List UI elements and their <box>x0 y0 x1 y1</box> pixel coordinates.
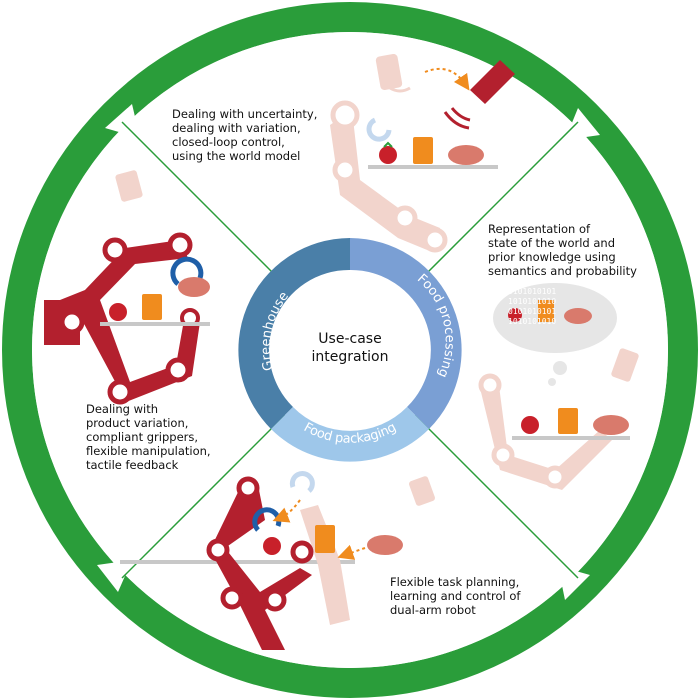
core-segment-food-packaging <box>271 407 429 462</box>
ring-arrow-notches <box>97 104 600 600</box>
core-segment-greenhouse <box>238 238 350 429</box>
snack-bag-icon-cloud <box>538 300 554 322</box>
quadrant-text-top: Dealing with uncertainty, dealing with v… <box>172 107 318 163</box>
thought-cloud <box>493 283 617 353</box>
core-segment-food-processing <box>350 238 462 429</box>
shelf-top <box>368 165 498 169</box>
quadrant-text-bottom: Flexible task planning, learning and con… <box>390 575 521 617</box>
top-illustration <box>330 53 515 253</box>
meat-icon-right <box>593 415 629 435</box>
tomato-icon <box>379 146 397 164</box>
faded-sensor-icon-bottom <box>409 476 435 506</box>
sensor-icon <box>470 60 515 104</box>
meat-icon-left <box>178 277 210 297</box>
shelf-bottom <box>120 560 355 564</box>
meat-icon <box>448 145 484 165</box>
faded-gripper-icon-bottom <box>289 471 315 493</box>
snack-bag-icon-left <box>142 294 162 320</box>
left-illustration <box>44 170 210 405</box>
bottom-illustration <box>120 471 435 650</box>
snack-bag-icon <box>413 137 433 164</box>
binary-text: 0101010101 1010101010 0101010101 1010101… <box>508 287 557 326</box>
faded-robot-arm-top <box>330 100 448 253</box>
meat-icon-cloud <box>564 308 592 324</box>
tomato-icon-bottom <box>263 537 281 555</box>
right-illustration <box>478 283 639 490</box>
center-title-line2: integration <box>312 349 389 365</box>
core-center <box>271 271 429 429</box>
robot-arm-left <box>44 232 200 405</box>
tomato-icon-left <box>109 303 127 321</box>
quadrant-dividers <box>121 121 579 579</box>
tomato-icon-right <box>521 416 539 434</box>
snack-bag-icon-right <box>558 408 578 434</box>
faded-sensor-icon-left <box>115 170 143 202</box>
meat-icon-bottom <box>367 535 403 555</box>
faded-robot-arm-right <box>478 373 612 490</box>
shelf-left <box>100 322 210 326</box>
faded-sensor-icon <box>375 53 403 91</box>
faded-sensor-icon-right <box>611 348 639 382</box>
gripper-icon-blue <box>170 256 204 286</box>
arrow-icon-bottom-1 <box>272 499 301 523</box>
tomato-icon-cloud <box>508 308 522 322</box>
quadrant-text-left: Dealing with product variation, complian… <box>86 402 211 472</box>
shelf-right <box>512 436 630 440</box>
core-ring <box>238 238 462 462</box>
robot-arm-bottom <box>206 476 314 650</box>
faded-robot-arm-bottom <box>300 505 350 625</box>
center-title-line1: Use-case <box>318 331 381 347</box>
faded-gripper-icon <box>366 117 392 142</box>
snack-bag-icon-bottom <box>315 525 335 553</box>
quadrant-text-right: Representation of state of the world and… <box>488 222 637 278</box>
